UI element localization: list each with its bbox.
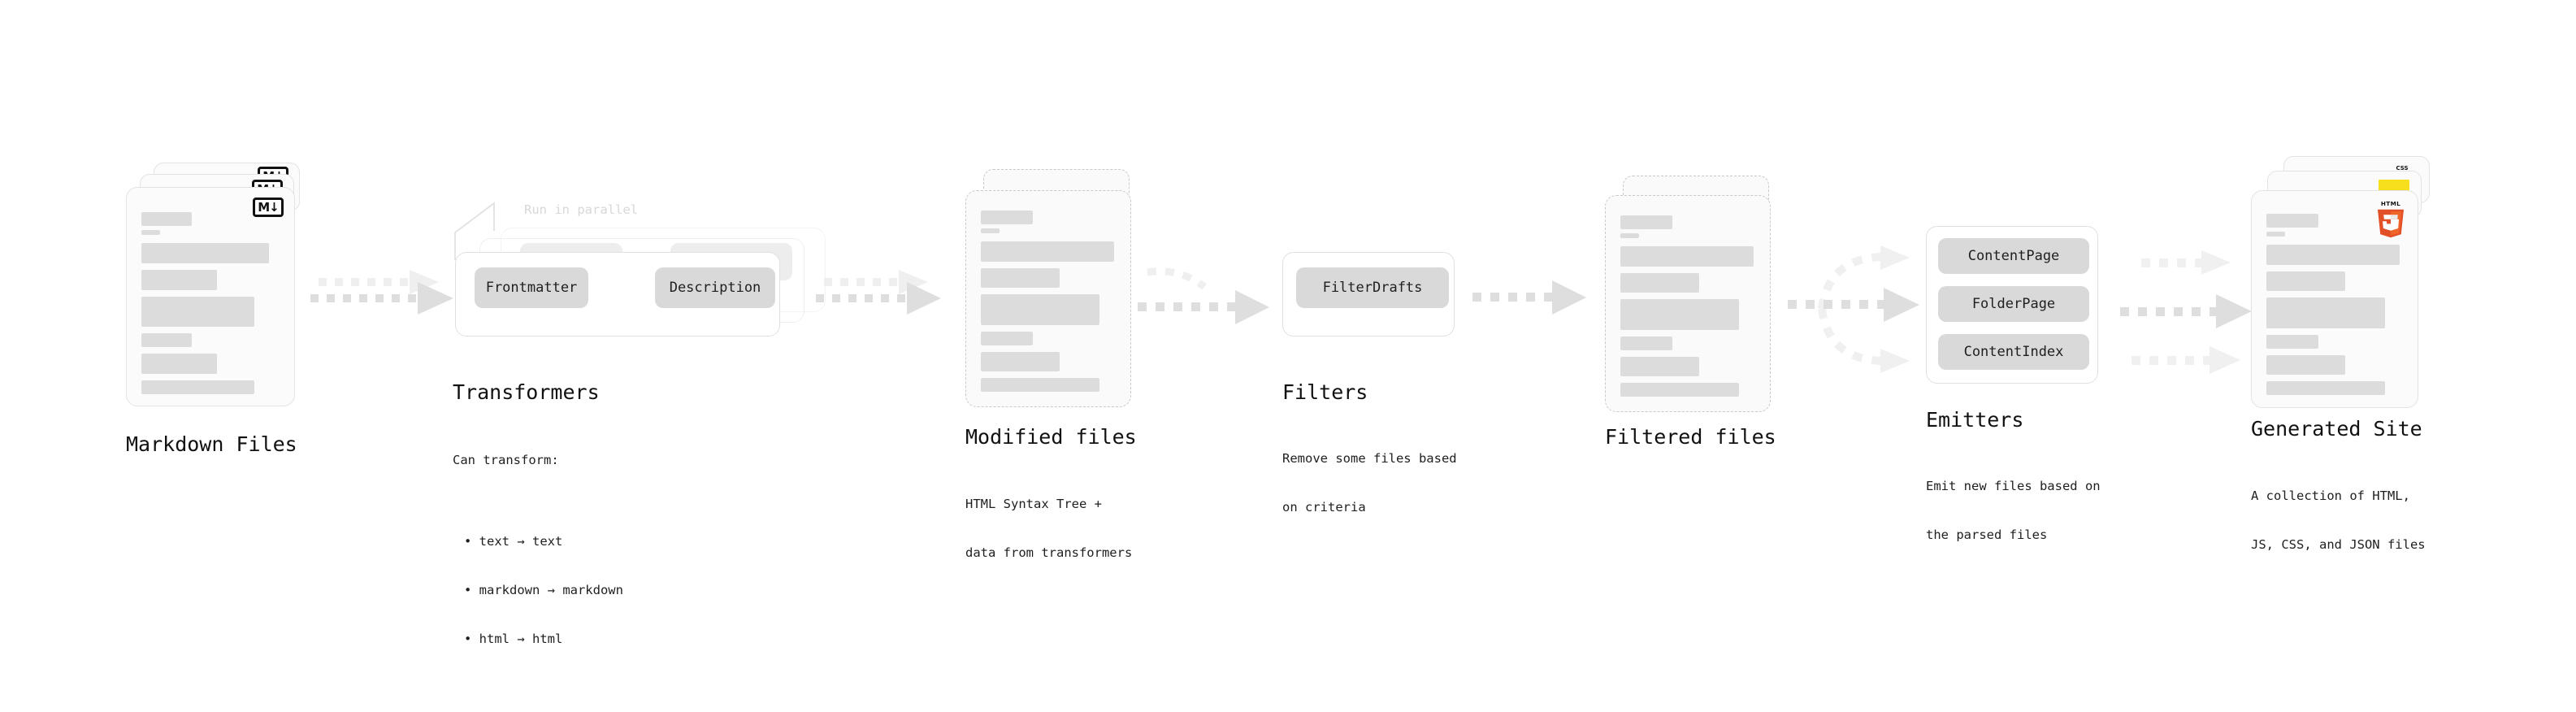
modified-desc-line-1: HTML Syntax Tree + [965, 497, 1102, 511]
doc-placeholder-lines [141, 212, 280, 394]
transformers-title: Transformers [453, 380, 600, 404]
doc-line [2266, 335, 2318, 349]
emitters-title: Emitters [1926, 408, 2024, 432]
transformers-bullet: • text → text [464, 534, 563, 549]
doc-line [141, 270, 217, 290]
modified-files-description: HTML Syntax Tree + data from transformer… [965, 463, 1132, 593]
filters-desc-line-2: on criteria [1282, 500, 1366, 514]
filtered-card-front [1605, 195, 1771, 412]
transformers-bullet: • markdown → markdown [464, 583, 623, 597]
doc-line [1620, 357, 1699, 376]
connector-arrow-2 [816, 270, 941, 315]
connector-arrow-4 [1472, 280, 1586, 315]
filters-desc-line-1: Remove some files based [1282, 451, 1457, 466]
modified-card-front [965, 190, 1131, 407]
doc-line [2266, 271, 2345, 291]
doc-line [1620, 273, 1699, 293]
doc-line [981, 352, 1060, 371]
doc-placeholder-lines [2266, 214, 2403, 395]
run-in-parallel-bracket [454, 202, 495, 260]
doc-line [1620, 383, 1739, 397]
doc-line [1620, 233, 1639, 238]
connector-arrow-3 [1138, 267, 1269, 324]
transformer-chip-description[interactable]: Description [655, 267, 775, 308]
doc-line [981, 211, 1033, 224]
emitter-chip-folderpage[interactable]: FolderPage [1938, 286, 2089, 322]
doc-line [141, 380, 254, 394]
emitters-group: ContentPage FolderPage ContentIndex [1926, 226, 2098, 384]
doc-line [141, 230, 160, 235]
connector-arrow-5-branching [1788, 245, 1919, 373]
connector-arrow-6-triple [2120, 250, 2252, 374]
transformers-desc-heading: Can transform: [453, 453, 559, 467]
doc-line [141, 333, 192, 347]
filter-chip-filterdrafts[interactable]: FilterDrafts [1296, 267, 1449, 308]
filters-group: FilterDrafts [1282, 252, 1455, 336]
emitter-chip-contentindex[interactable]: ContentIndex [1938, 334, 2089, 370]
doc-placeholder-lines [981, 211, 1116, 392]
doc-line [1620, 336, 1672, 350]
pipeline-diagram: M↓ M↓ M↓ Markdown Files [126, 156, 2430, 646]
emitters-desc-line-1: Emit new files based on [1926, 479, 2101, 493]
filters-description: Remove some files based on criteria [1282, 418, 1457, 548]
doc-line [141, 212, 192, 226]
doc-line [1620, 299, 1739, 330]
markdown-card-front: M↓ [126, 187, 295, 406]
emitter-chip-contentpage[interactable]: ContentPage [1938, 238, 2089, 274]
generated-site-description: A collection of HTML, JS, CSS, and JSON … [2251, 455, 2426, 585]
doc-line [141, 297, 254, 327]
doc-line [141, 243, 269, 263]
modified-files-title: Modified files [965, 425, 1137, 449]
css-icon-label: CSS [2396, 165, 2409, 171]
doc-line [2266, 214, 2318, 228]
doc-line [2266, 381, 2385, 395]
doc-line [981, 228, 1000, 233]
doc-line [981, 378, 1099, 392]
doc-line [2266, 297, 2385, 328]
transformer-group-front: Frontmatter Description [455, 252, 780, 336]
filters-title: Filters [1282, 380, 1368, 404]
generated-site-title: Generated Site [2251, 417, 2422, 441]
doc-line [1620, 215, 1672, 229]
doc-line [981, 294, 1099, 325]
emitters-description: Emit new files based on the parsed files [1926, 445, 2101, 575]
modified-desc-line-2: data from transformers [965, 545, 1133, 560]
doc-line [981, 332, 1033, 345]
transformer-chip-frontmatter[interactable]: Frontmatter [475, 267, 588, 308]
filtered-files-title: Filtered files [1605, 425, 1776, 449]
run-in-parallel-label: Run in parallel [524, 202, 638, 217]
doc-placeholder-lines [1620, 215, 1755, 397]
generated-desc-line-2: JS, CSS, and JSON files [2251, 537, 2426, 552]
transformers-bullet-list: • text → text • markdown → markdown • ht… [453, 501, 623, 679]
html5-icon: HTML [2378, 200, 2404, 238]
markdown-files-title: Markdown Files [126, 432, 297, 456]
connector-arrow-1 [310, 270, 453, 315]
doc-line [141, 354, 217, 374]
svg-text:HTML: HTML [2381, 200, 2400, 207]
transformers-description: Can transform: • text → text • markdown … [453, 419, 623, 712]
generated-desc-line-1: A collection of HTML, [2251, 488, 2410, 503]
emitters-desc-line-2: the parsed files [1926, 527, 2048, 542]
generated-card-html: HTML [2251, 190, 2418, 408]
doc-line [2266, 232, 2285, 237]
doc-line [1620, 246, 1754, 267]
transformers-bullet: • html → html [464, 632, 563, 646]
markdown-icon: M↓ [253, 198, 284, 217]
doc-line [981, 268, 1060, 288]
doc-line [981, 241, 1114, 262]
doc-line [2266, 245, 2400, 265]
doc-line [2266, 355, 2345, 375]
